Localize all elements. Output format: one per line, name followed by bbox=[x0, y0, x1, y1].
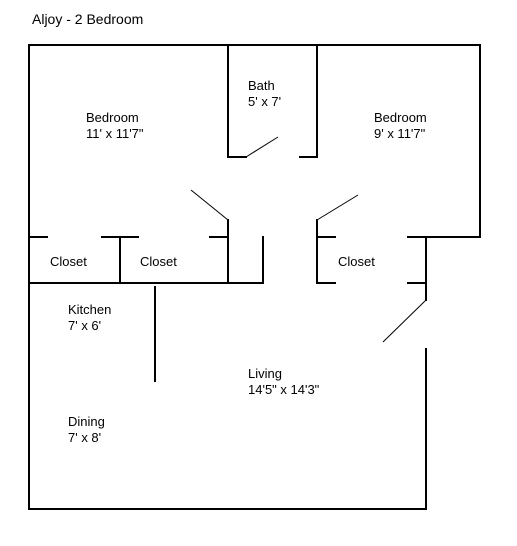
room-size: 14'5" x 14'3" bbox=[248, 382, 320, 397]
room-closet-1: Closet bbox=[50, 254, 87, 270]
door-entry bbox=[382, 299, 427, 343]
room-dining: Dining 7' x 8' bbox=[68, 414, 105, 446]
room-name: Bedroom bbox=[374, 110, 427, 125]
room-bath: Bath 5' x 7' bbox=[248, 78, 281, 110]
room-name: Living bbox=[248, 366, 282, 381]
room-size: 7' x 8' bbox=[68, 430, 102, 445]
door-bath bbox=[245, 136, 279, 158]
room-size: 7' x 6' bbox=[68, 318, 102, 333]
room-name: Bath bbox=[248, 78, 275, 93]
room-living: Living 14'5" x 14'3" bbox=[248, 366, 319, 398]
room-bedroom-left: Bedroom 11' x 11'7" bbox=[86, 110, 144, 142]
room-size: 11' x 11'7" bbox=[86, 126, 144, 141]
room-name: Closet bbox=[50, 254, 87, 269]
plan-title: Aljoy - 2 Bedroom bbox=[32, 11, 144, 27]
room-kitchen: Kitchen 7' x 6' bbox=[68, 302, 111, 334]
room-closet-3: Closet bbox=[338, 254, 375, 270]
room-size: 5' x 7' bbox=[248, 94, 282, 109]
door-bedroom-right bbox=[316, 194, 359, 221]
room-closet-2: Closet bbox=[140, 254, 177, 270]
room-bedroom-right: Bedroom 9' x 11'7" bbox=[374, 110, 427, 142]
room-name: Kitchen bbox=[68, 302, 112, 317]
room-name: Dining bbox=[68, 414, 105, 429]
room-size: 9' x 11'7" bbox=[374, 126, 426, 141]
door-bedroom-left bbox=[190, 189, 229, 221]
room-name: Bedroom bbox=[86, 110, 139, 125]
room-name: Closet bbox=[140, 254, 177, 269]
room-name: Closet bbox=[338, 254, 375, 269]
